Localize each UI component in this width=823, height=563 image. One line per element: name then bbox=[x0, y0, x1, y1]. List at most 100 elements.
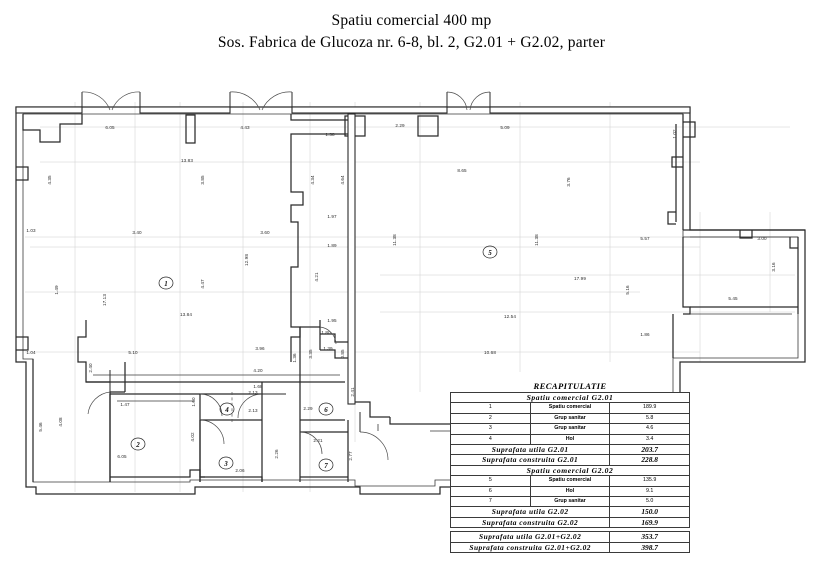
row-name: Hol bbox=[529, 433, 611, 446]
dim-11-38-b: 11.38 bbox=[534, 234, 539, 246]
dim-3-16: 3.16 bbox=[771, 262, 776, 272]
dim-13-83: 13.83 bbox=[181, 158, 193, 163]
row-value: 4.6 bbox=[609, 423, 690, 435]
dim-3-60: 3.60 bbox=[260, 230, 270, 235]
dim-1-03: 1.03 bbox=[26, 228, 36, 233]
dim-1-47: 1.47 bbox=[120, 402, 130, 407]
table-row: 2 Grup sanitar 5.8 bbox=[450, 412, 690, 425]
row-no: 3 bbox=[450, 423, 531, 435]
recapitulation-grand-total-table: Suprafata utila G2.01+G2.02 353.7 Supraf… bbox=[449, 531, 690, 554]
room-marker-4: 4 bbox=[219, 402, 235, 416]
recapitulation-title: RECAPITULATIE bbox=[533, 381, 607, 391]
dim-1-38: 1.38 bbox=[325, 132, 335, 137]
dim-1-36: 1.36 bbox=[292, 353, 297, 363]
total-label: Suprafata construita G2.02 bbox=[449, 516, 611, 529]
room-label-6: 6 bbox=[324, 406, 328, 414]
table-row: 6 Hol 9.1 bbox=[450, 485, 690, 498]
dim-4-20: 4.20 bbox=[253, 368, 263, 373]
page-title: Spatiu comercial 400 mp bbox=[331, 12, 492, 29]
row-no: 1 bbox=[450, 402, 531, 414]
dim-2-21: 2.21 bbox=[313, 438, 323, 443]
room-marker-1: 1 bbox=[158, 276, 174, 290]
dim-3-96: 3.96 bbox=[255, 346, 265, 351]
row-value: 135.9 bbox=[609, 475, 690, 487]
grand-total-label: Suprafata construita G2.01+G2.02 bbox=[449, 541, 611, 554]
top-wall-openings bbox=[15, 91, 691, 114]
dim-1-68: 1.68 bbox=[253, 384, 263, 389]
dim-17-13: 17.13 bbox=[102, 294, 107, 306]
room-label-4: 4 bbox=[224, 406, 229, 414]
service-rooms bbox=[77, 320, 430, 482]
dim-2-13-a: 2.13 bbox=[248, 390, 258, 395]
dim-12-98: 12.98 bbox=[244, 254, 249, 266]
row-value: 5.0 bbox=[609, 496, 690, 508]
dim-5-09: 5.09 bbox=[500, 125, 510, 130]
row-no: 6 bbox=[450, 485, 531, 498]
table-row: 3 Grup sanitar 4.6 bbox=[450, 423, 690, 435]
table-total-row: Suprafata construita G2.02 169.9 bbox=[449, 516, 690, 529]
right-wing bbox=[667, 114, 805, 358]
table-grand-total-row: Suprafata utila G2.01+G2.02 353.7 bbox=[449, 531, 690, 543]
row-value: 9.1 bbox=[609, 485, 690, 498]
total-label: Suprafata utila G2.01 bbox=[449, 444, 611, 456]
dim-4-43: 4.43 bbox=[240, 125, 250, 130]
row-no: 4 bbox=[450, 433, 531, 446]
dim-17-99: 17.99 bbox=[574, 276, 586, 281]
dim-4-64: 4.64 bbox=[340, 175, 345, 185]
grand-total-label: Suprafata utila G2.01+G2.02 bbox=[449, 531, 611, 543]
row-name: Spatiu comercial bbox=[529, 402, 611, 414]
room-label-3: 3 bbox=[223, 460, 228, 468]
row-name: Spatiu comercial bbox=[529, 475, 611, 487]
dim-2-40: 2.40 bbox=[88, 363, 93, 373]
table-row: 7 Grup sanitar 5.0 bbox=[450, 496, 690, 508]
table-section-header-row: Spatiu comercial G2.01 bbox=[450, 391, 690, 404]
dim-5-46: 5.46 bbox=[38, 422, 43, 432]
table-row: 4 Hol 3.4 bbox=[450, 433, 690, 446]
row-value: 3.4 bbox=[609, 433, 690, 446]
dim-5-10: 5.10 bbox=[128, 350, 138, 355]
dim-3-76: 3.76 bbox=[566, 177, 571, 187]
room-marker-5: 5 bbox=[482, 245, 498, 259]
total-value: 203.7 bbox=[609, 444, 690, 456]
dim-1-04: 1.04 bbox=[26, 350, 36, 355]
room-label-5: 5 bbox=[488, 249, 492, 257]
dim-3-00: 3.00 bbox=[757, 236, 767, 241]
dim-4-35: 4.35 bbox=[47, 175, 52, 185]
table-section-header-row: Spatiu comercial G2.02 bbox=[450, 464, 690, 477]
room-label-2: 2 bbox=[135, 441, 140, 449]
dim-1-39: 1.39 bbox=[323, 346, 333, 351]
dim-1-95: 1.95 bbox=[327, 318, 337, 323]
dim-1-86: 1.86 bbox=[640, 332, 650, 337]
dim-6-05-bottom: 6.05 bbox=[117, 454, 127, 459]
room-marker-3: 3 bbox=[218, 456, 234, 470]
section-header-g202: Spatiu comercial G2.02 bbox=[450, 464, 690, 477]
table-row: 5 Spatiu comercial 135.9 bbox=[450, 475, 690, 487]
dim-3-40: 3.40 bbox=[132, 230, 142, 235]
room-number-markers: 1 2 3 4 5 bbox=[130, 245, 498, 472]
dim-6-05-top: 6.05 bbox=[105, 125, 115, 130]
row-value: 5.8 bbox=[609, 412, 690, 425]
grand-total-value: 398.7 bbox=[609, 541, 690, 554]
dim-4-02: 4.02 bbox=[190, 432, 195, 442]
dim-5-57: 5.57 bbox=[640, 236, 650, 241]
floor-plan-drawing: 6.05 4.43 1.38 2.29 5.09 1.02 13.83 4.35… bbox=[0, 62, 823, 562]
room-label-7: 7 bbox=[324, 462, 328, 470]
table-total-row: Suprafata utila G2.01 203.7 bbox=[449, 444, 690, 456]
dim-5-16: 5.16 bbox=[625, 285, 630, 295]
page-subtitle: Sos. Fabrica de Glucoza nr. 6-8, bl. 2, … bbox=[217, 34, 606, 52]
room-marker-7: 7 bbox=[318, 458, 334, 472]
room-marker-6: 6 bbox=[318, 402, 334, 416]
dim-13-84: 13.84 bbox=[180, 312, 192, 317]
row-no: 5 bbox=[450, 475, 531, 487]
row-no: 2 bbox=[450, 412, 531, 425]
title-block: Spatiu comercial 400 mp Sos. Fabrica de … bbox=[0, 10, 823, 55]
dim-1-97: 1.97 bbox=[327, 214, 337, 219]
dim-4-47: 4.47 bbox=[200, 279, 205, 289]
dim-4-08: 4.08 bbox=[58, 417, 63, 427]
dim-4-34: 4.34 bbox=[310, 175, 315, 185]
dim-1-60: 1.60 bbox=[191, 397, 196, 407]
dim-1-02: 1.02 bbox=[672, 129, 677, 139]
dim-12-54: 12.54 bbox=[504, 314, 516, 319]
dim-4-21: 4.21 bbox=[314, 272, 319, 282]
dim-8-65: 8.65 bbox=[457, 168, 467, 173]
